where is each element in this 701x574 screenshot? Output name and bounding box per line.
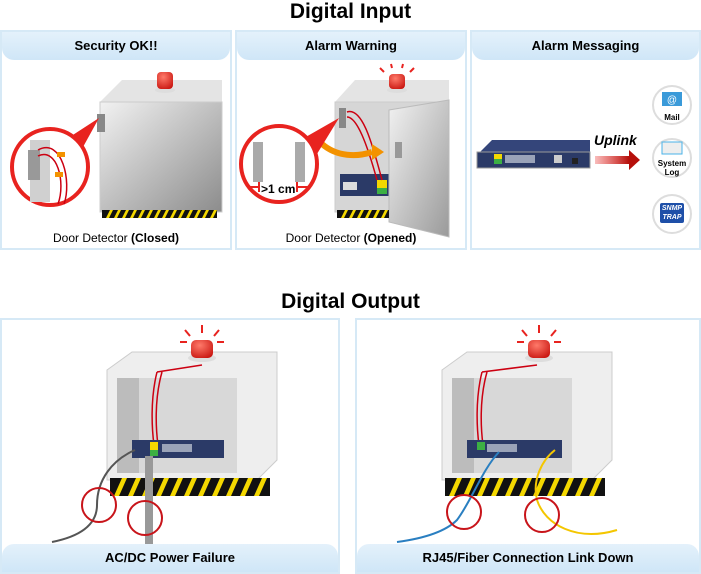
opened-cabinet-illustration xyxy=(239,63,450,238)
lamp-rays-icon xyxy=(517,325,561,343)
uplink-label: Uplink xyxy=(594,132,637,148)
link-down-illustration xyxy=(396,325,618,543)
mail-label: Mail xyxy=(664,113,680,122)
power-cable xyxy=(51,449,136,543)
svg-text:@: @ xyxy=(667,95,677,106)
security-ok-panel: Security OK!! Door Detector (Closed) xyxy=(0,30,232,250)
hazard-stripe xyxy=(337,210,389,218)
distance-label: >1 cm xyxy=(261,182,296,196)
lamp-rays-icon xyxy=(379,63,415,73)
system-log-line1: System xyxy=(657,159,687,168)
alarm-messaging-illustration: @ xyxy=(476,85,692,234)
panel-footer: RJ45/Fiber Connection Link Down xyxy=(357,544,699,572)
broken-cable-circle xyxy=(81,487,117,523)
uplink-arrow-icon xyxy=(595,156,629,164)
door-open-arrow-icon xyxy=(320,141,373,159)
hazard-stripe xyxy=(102,210,217,218)
open-door xyxy=(388,99,450,238)
cabinet-door xyxy=(99,101,223,213)
alarm-lamp-off xyxy=(157,72,173,89)
hazard-stripe xyxy=(110,478,270,496)
broken-cable-circle xyxy=(127,500,163,536)
snmp-line2: TRAP xyxy=(662,214,682,221)
snmp-line1: SNMP xyxy=(661,205,683,212)
panel-header: Security OK!! xyxy=(2,32,230,60)
alarm-lamp-on xyxy=(389,74,405,89)
door-detector-caption: Door Detector (Opened) xyxy=(237,231,465,245)
lamp-rays-icon xyxy=(180,325,224,343)
broken-cable-circle xyxy=(524,497,560,533)
snmp-trap-icon xyxy=(652,194,692,234)
digital-output-title: Digital Output xyxy=(281,290,420,313)
dc-cable xyxy=(145,456,153,556)
system-log-line2: Log xyxy=(664,168,680,177)
fiber-cable xyxy=(534,449,618,535)
digital-input-title: Digital Input xyxy=(289,0,412,23)
rj45-cable xyxy=(396,451,500,543)
broken-cable-circle xyxy=(446,494,482,530)
panel-header: Alarm Warning xyxy=(237,32,465,60)
link-down-panel: RJ45/Fiber Connection Link Down xyxy=(355,318,701,574)
caption-state: (Closed) xyxy=(131,231,180,245)
door-sensor xyxy=(97,114,105,132)
alarm-lamp-on xyxy=(191,340,213,358)
panel-footer: AC/DC Power Failure xyxy=(2,544,338,572)
caption-text: Door Detector xyxy=(52,231,132,245)
closed-cabinet-illustration xyxy=(10,72,223,218)
snmp-trap-label: SNMP TRAP xyxy=(656,204,688,222)
caption-state: (Opened) xyxy=(363,231,417,245)
system-log-icon xyxy=(652,138,692,178)
power-failure-panel: AC/DC Power Failure xyxy=(0,318,340,574)
door-sensor xyxy=(339,108,346,128)
mail-icon: @ xyxy=(652,85,692,125)
hazard-stripe xyxy=(445,478,605,496)
alarm-lamp-on xyxy=(528,340,550,358)
power-failure-illustration xyxy=(51,325,278,556)
alarm-warning-panel: Alarm Warning >1 xyxy=(235,30,467,250)
caption-text: Door Detector xyxy=(285,231,364,245)
panel-header: Alarm Messaging xyxy=(472,32,699,60)
door-detector-caption: Door Detector (Closed) xyxy=(2,231,230,245)
